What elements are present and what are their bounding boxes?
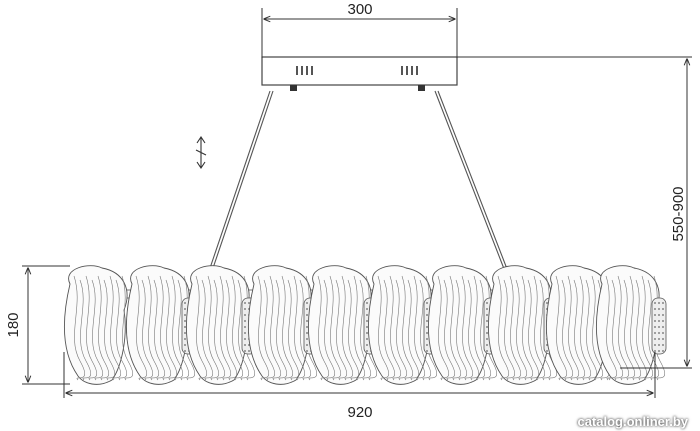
canopy-vents-left bbox=[296, 66, 313, 75]
dimension-total-width bbox=[63, 352, 656, 398]
watermark: catalog.onliner.by bbox=[577, 414, 688, 429]
shade-leaf bbox=[248, 265, 319, 385]
shade-leaf bbox=[308, 265, 379, 385]
canopy bbox=[261, 56, 458, 91]
adjustable-length-icon bbox=[195, 136, 207, 169]
suspension-cables bbox=[207, 90, 510, 275]
cable-clamp-left bbox=[290, 85, 297, 91]
canopy-width-label: 300 bbox=[347, 1, 372, 18]
canopy-vents-right bbox=[401, 66, 418, 75]
cable-clamp-right bbox=[418, 85, 425, 91]
dimension-shade-height bbox=[22, 265, 70, 385]
shade-leaf bbox=[126, 265, 197, 385]
shade-leaf bbox=[64, 265, 134, 385]
shade-height-label: 180 bbox=[5, 312, 22, 337]
shade-leaf bbox=[596, 265, 667, 385]
dimension-canopy-width bbox=[261, 8, 458, 58]
shade-leaf bbox=[368, 265, 439, 385]
shade-leaf bbox=[428, 265, 499, 385]
total-width-label: 920 bbox=[347, 404, 372, 421]
height-range-label: 550-900 bbox=[670, 186, 687, 241]
shade-leaf bbox=[186, 265, 257, 385]
shade-leaves bbox=[64, 265, 667, 385]
dimension-height-range bbox=[457, 56, 692, 369]
